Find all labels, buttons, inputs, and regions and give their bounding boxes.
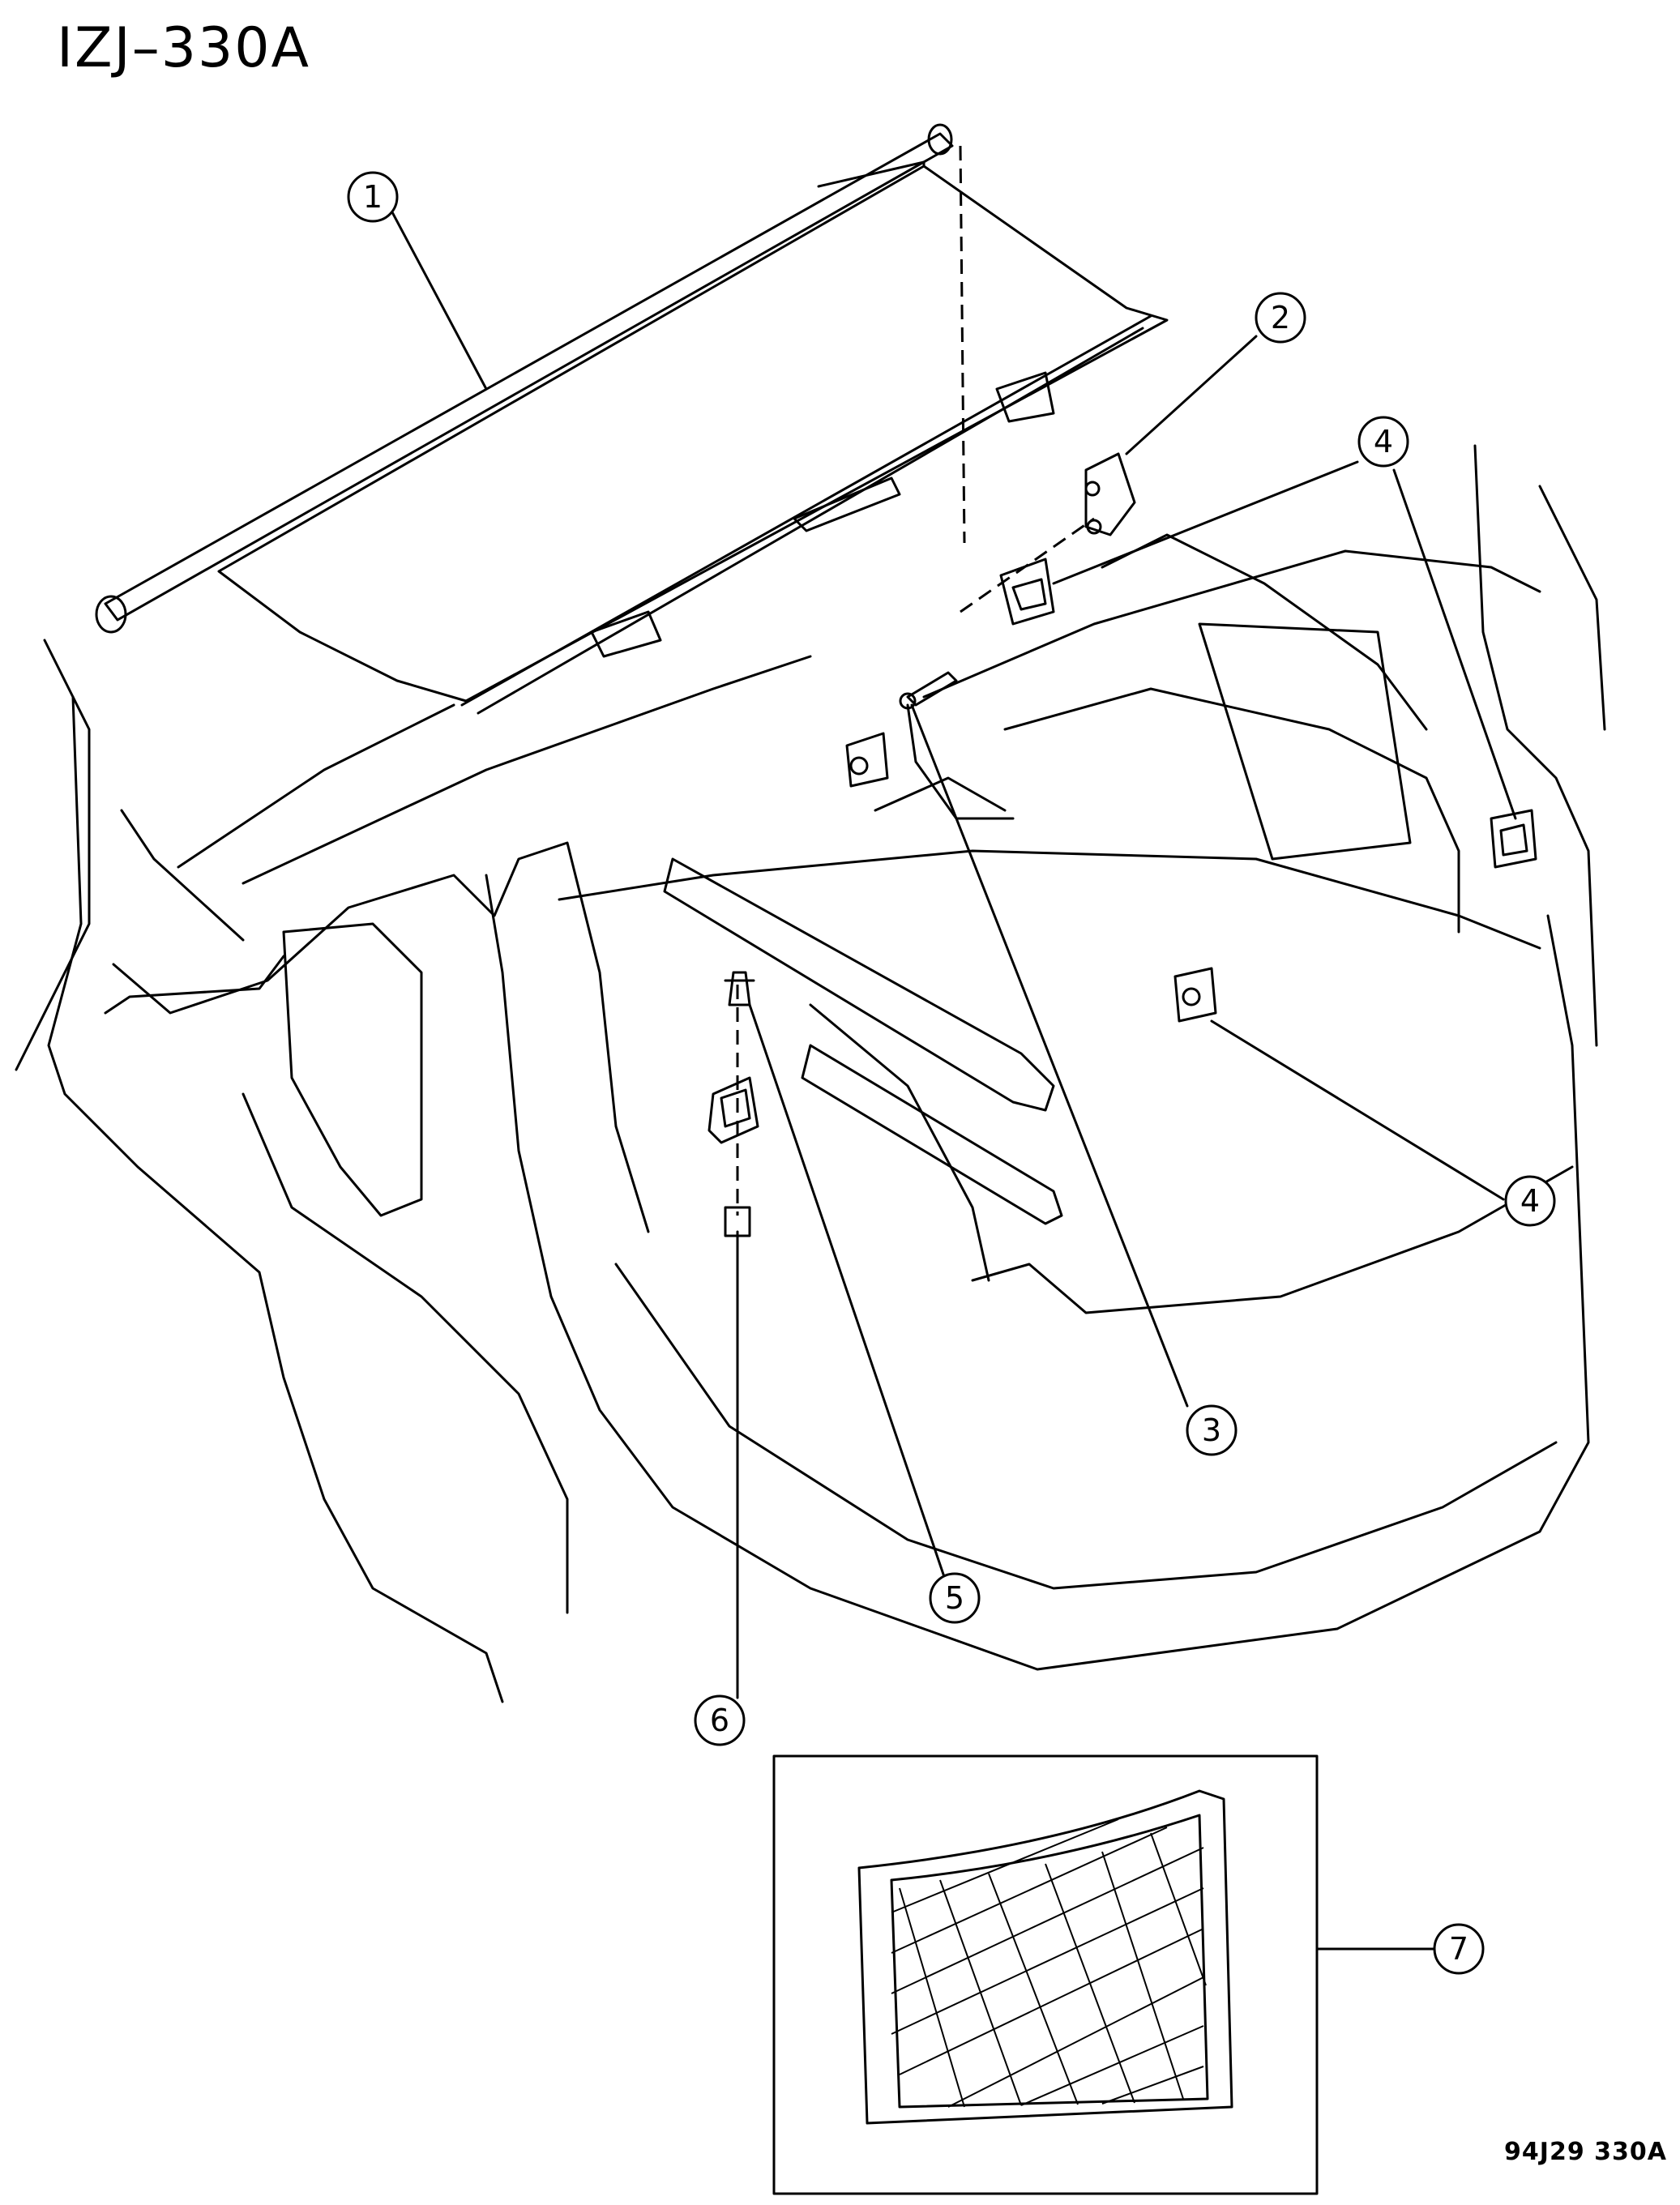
cargo-cover-roller bbox=[95, 123, 1169, 715]
svg-text:2: 2 bbox=[1271, 300, 1290, 335]
tie-down-loop-floor-left bbox=[845, 732, 889, 788]
callout-6: 6 bbox=[694, 1694, 746, 1746]
svg-text:5: 5 bbox=[945, 1580, 964, 1616]
callout-5: 5 bbox=[929, 1572, 981, 1624]
cargo-net-inset bbox=[772, 1754, 1319, 2195]
callout-4-upper: 4 bbox=[1357, 416, 1409, 468]
svg-text:1: 1 bbox=[363, 179, 383, 215]
callout-4-right: 4 bbox=[1504, 1175, 1556, 1227]
callout-1: 1 bbox=[347, 171, 399, 223]
callout-2: 2 bbox=[1255, 292, 1306, 344]
vehicle-body-outline bbox=[15, 444, 1606, 1703]
bracket-clip bbox=[707, 1076, 759, 1144]
screw-3 bbox=[899, 671, 958, 710]
callout-7: 7 bbox=[1433, 1923, 1485, 1975]
diagram-code: 94J29 330A bbox=[1504, 2138, 1667, 2166]
svg-text:4: 4 bbox=[1520, 1183, 1540, 1219]
tie-down-loop-floor-right bbox=[1173, 967, 1217, 1023]
tie-down-loop-side bbox=[1490, 809, 1537, 869]
svg-text:6: 6 bbox=[710, 1703, 729, 1738]
svg-text:4: 4 bbox=[1374, 424, 1393, 459]
leader-lines bbox=[383, 197, 1517, 1951]
diagram-title: IZJ–330A bbox=[57, 16, 311, 80]
svg-text:3: 3 bbox=[1202, 1412, 1221, 1448]
push-pin-5 bbox=[724, 971, 755, 1006]
nut-6 bbox=[724, 1206, 751, 1237]
callout-3: 3 bbox=[1186, 1404, 1238, 1456]
tie-down-hook-2 bbox=[1084, 452, 1136, 536]
svg-text:7: 7 bbox=[1449, 1931, 1468, 1967]
tie-down-loop-upper bbox=[999, 558, 1055, 626]
